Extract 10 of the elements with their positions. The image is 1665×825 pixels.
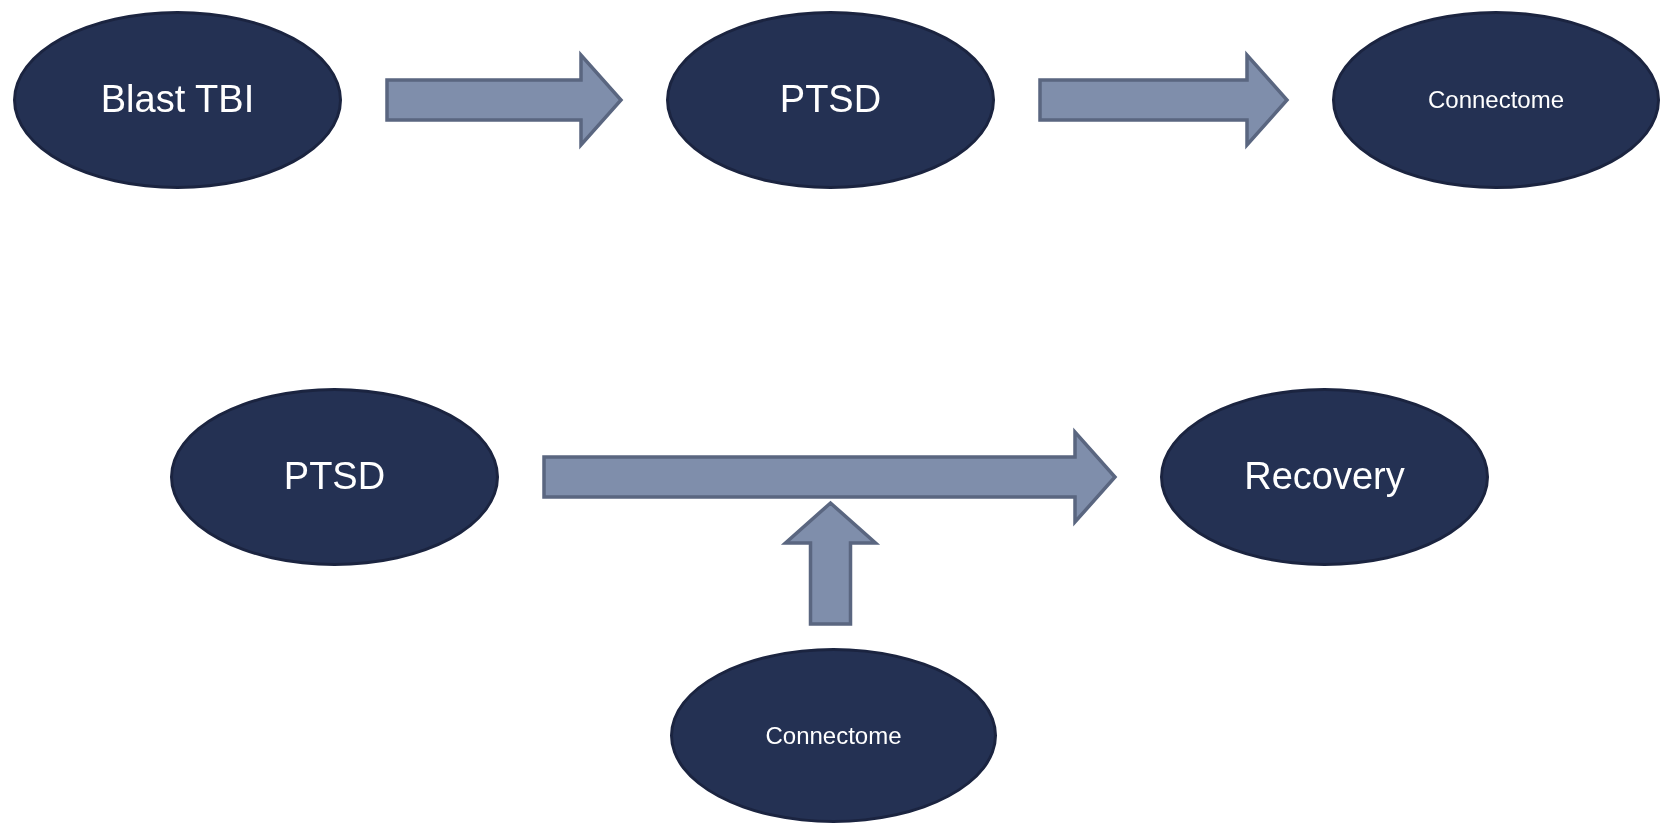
block-arrow (385, 50, 624, 150)
node-label: Blast TBI (100, 77, 255, 123)
node-label: PTSD (283, 454, 386, 500)
node-label: Recovery (1244, 454, 1405, 500)
block-arrow (542, 427, 1118, 527)
block-arrow (780, 500, 881, 626)
block-arrow (1038, 50, 1290, 150)
node-label: Connectome (765, 720, 902, 751)
node-label: Connectome (1427, 85, 1565, 115)
node-label: PTSD (779, 77, 882, 123)
